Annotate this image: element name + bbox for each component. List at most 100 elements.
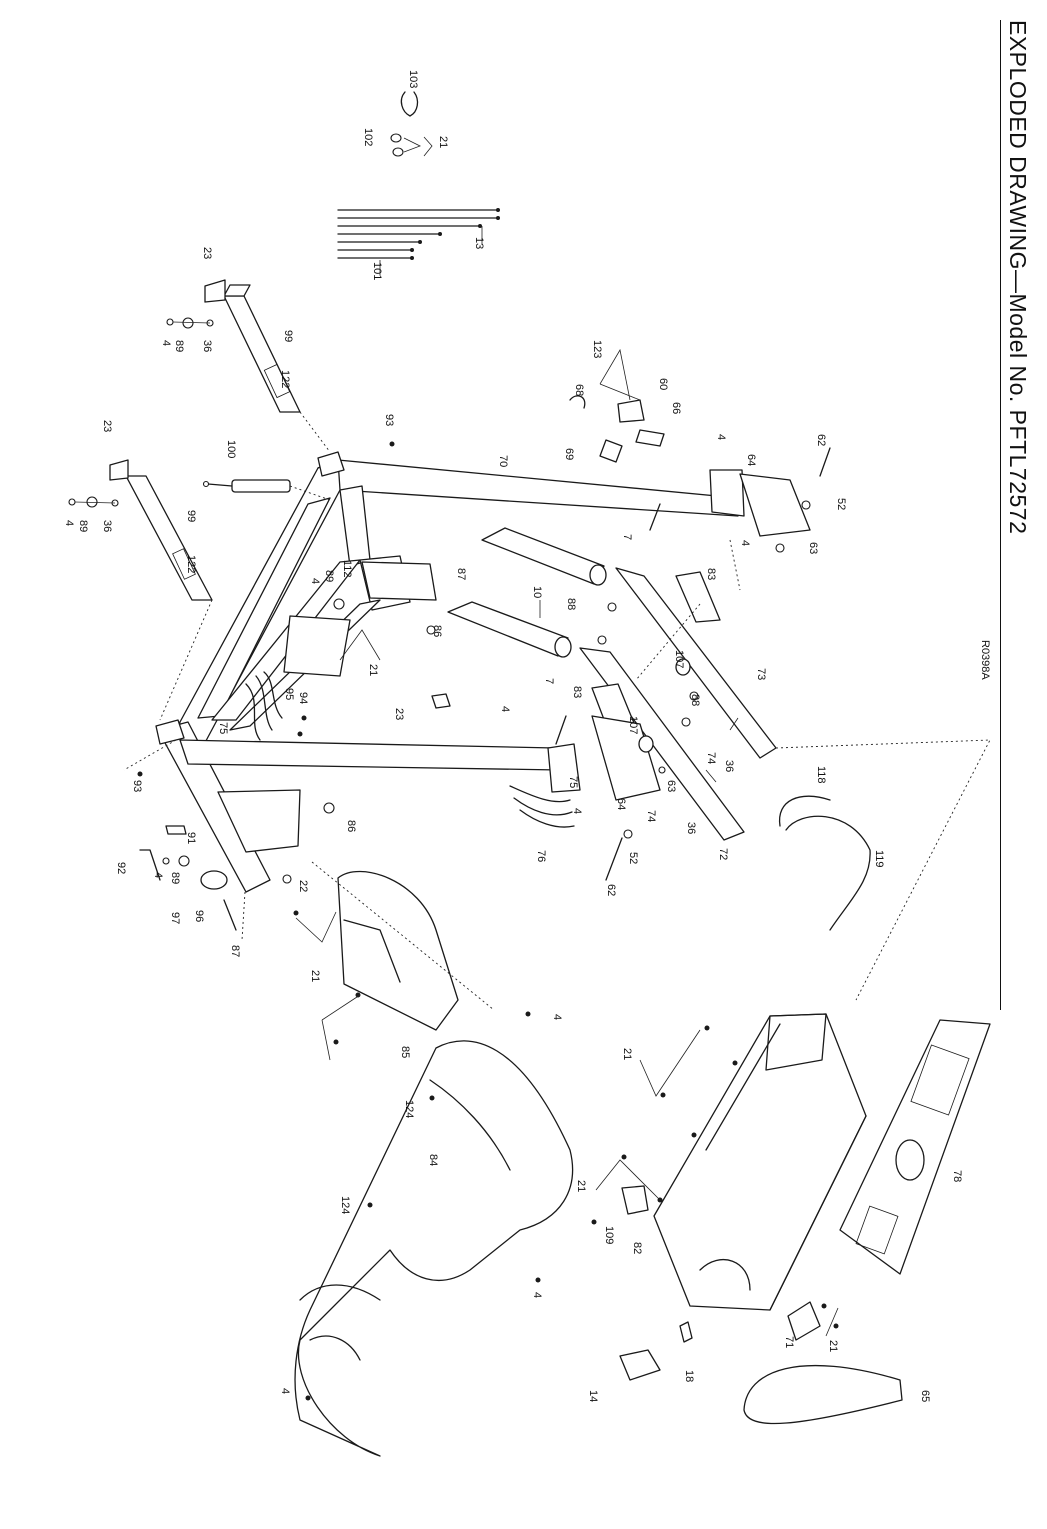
label-62-b: 62 <box>605 884 617 896</box>
label-87-a: 87 <box>455 568 467 580</box>
part-100-gas-spring <box>202 479 291 493</box>
small-parts <box>137 395 903 1425</box>
label-4-k: 4 <box>571 808 583 814</box>
label-69: 69 <box>563 448 575 460</box>
part-107-roller-a <box>675 658 691 676</box>
label-36-a: 36 <box>201 340 213 352</box>
label-123: 123 <box>591 340 603 358</box>
label-112: 112 <box>341 560 353 578</box>
label-52-a: 52 <box>835 498 847 510</box>
label-92: 92 <box>115 862 127 874</box>
label-119: 119 <box>873 850 885 868</box>
label-18: 18 <box>683 1370 695 1382</box>
part-60-bracket <box>617 399 645 423</box>
label-68: 68 <box>573 384 585 396</box>
label-7-a: 7 <box>621 534 633 540</box>
part-13-rods <box>337 208 500 275</box>
label-93-a: 93 <box>383 414 395 426</box>
label-13: 13 <box>473 237 485 249</box>
part-23-cap-mid <box>431 693 451 709</box>
label-14: 14 <box>587 1390 599 1402</box>
label-107-a: 107 <box>673 650 685 668</box>
label-109: 109 <box>603 1226 615 1244</box>
part-95-plate <box>283 615 351 677</box>
label-4-a: 4 <box>160 340 172 346</box>
label-88-a: 88 <box>565 598 577 610</box>
label-86-b: 86 <box>345 820 357 832</box>
part-68-clip <box>569 395 586 409</box>
label-36-d: 36 <box>685 822 697 834</box>
part-65-cover <box>743 1364 903 1425</box>
label-23-c: 23 <box>393 708 405 720</box>
main-frame <box>123 411 745 941</box>
part-84-hood <box>294 1040 574 1457</box>
label-101: 101 <box>371 262 383 280</box>
part-83-pad-upper <box>675 571 721 623</box>
label-63-b: 63 <box>665 780 677 792</box>
upright-tube-upper <box>166 279 301 413</box>
part-97-wheel <box>200 870 228 890</box>
label-122-b: 122 <box>185 555 197 573</box>
label-4-d: 4 <box>152 872 164 878</box>
label-91: 91 <box>185 832 197 844</box>
label-82: 82 <box>631 1242 643 1254</box>
part-69-block <box>599 439 623 463</box>
label-118: 118 <box>815 766 827 784</box>
label-74-b: 74 <box>645 810 657 822</box>
part-86-plate <box>217 789 301 853</box>
label-63-a: 63 <box>807 542 819 554</box>
label-70: 70 <box>497 455 509 467</box>
part-109-plate <box>621 1185 649 1215</box>
label-4-i: 4 <box>739 540 751 546</box>
label-21-c: 21 <box>309 970 321 982</box>
leader-lines <box>295 348 839 1337</box>
label-100: 100 <box>225 440 237 458</box>
label-62-a: 62 <box>815 434 827 446</box>
part-91-key <box>165 825 187 835</box>
label-93-b: 93 <box>131 780 143 792</box>
label-66: 66 <box>670 402 682 414</box>
label-94: 94 <box>297 692 309 704</box>
tie-parts <box>337 91 500 275</box>
label-99-a: 99 <box>282 330 294 342</box>
part-64-foot-upper <box>739 473 811 537</box>
label-72: 72 <box>717 848 729 860</box>
label-52-b: 52 <box>627 852 639 864</box>
part-78-console-panel <box>839 1019 991 1275</box>
label-76: 76 <box>535 850 547 862</box>
label-75-b: 75 <box>567 776 579 788</box>
part-82-console-base <box>653 1013 867 1311</box>
part-119-strap <box>785 815 871 931</box>
part-66-block <box>635 429 665 447</box>
label-83-b: 83 <box>571 686 583 698</box>
label-88-b: 88 <box>689 694 701 706</box>
part-85-cover <box>311 861 495 1031</box>
part-10-incline-arms <box>447 527 607 658</box>
label-75-a: 75 <box>217 722 229 734</box>
label-21-top: 21 <box>437 136 449 148</box>
base-rails <box>579 473 991 1001</box>
label-36-c: 36 <box>723 760 735 772</box>
part-112-bracket <box>361 561 437 601</box>
label-89-a: 89 <box>173 340 185 352</box>
label-103: 103 <box>407 70 419 88</box>
label-7-b: 7 <box>543 678 555 684</box>
label-86-a: 86 <box>431 625 443 637</box>
label-21-f: 21 <box>827 1340 839 1352</box>
upright-tube-lower <box>68 459 213 601</box>
label-21-b: 21 <box>367 664 379 676</box>
label-4-j: 4 <box>499 706 511 712</box>
label-122-a: 122 <box>279 370 291 388</box>
part-71-bracket <box>787 1301 821 1341</box>
label-36-b: 36 <box>101 520 113 532</box>
part-102-clip-a <box>390 133 402 143</box>
label-64-a: 64 <box>745 454 757 466</box>
label-71: 71 <box>783 1336 795 1348</box>
label-73: 73 <box>755 668 767 680</box>
label-65: 65 <box>919 1390 931 1402</box>
part-103-tie-loop <box>400 91 419 117</box>
label-21-d: 21 <box>621 1048 633 1060</box>
label-4-e: 4 <box>551 1014 563 1020</box>
label-21-e: 21 <box>575 1180 587 1192</box>
